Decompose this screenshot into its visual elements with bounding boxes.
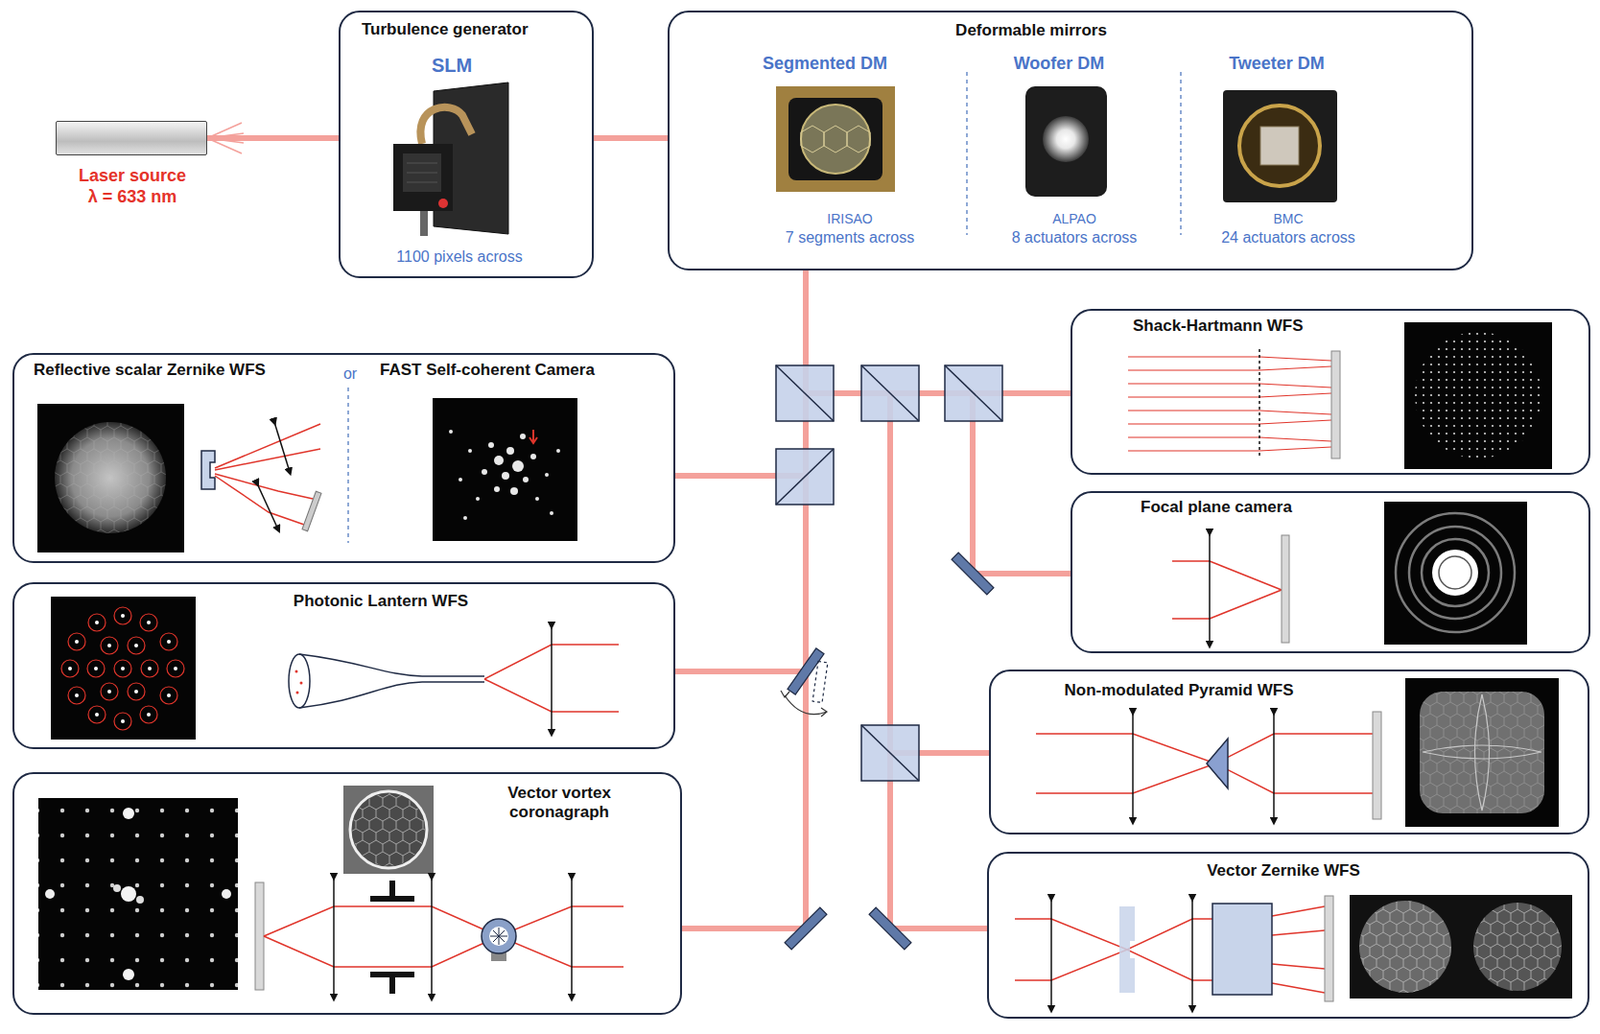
box-title: Vector vortex coronagraph bbox=[487, 783, 632, 824]
focal-plane-sketch bbox=[1172, 532, 1290, 645]
box-title: Non-modulated Pyramid WFS bbox=[1064, 681, 1295, 701]
instrument-box: Vector Zernike WFS bbox=[987, 851, 1590, 1019]
tweeter-dm-picture bbox=[1223, 90, 1338, 203]
device-spec: 8 actuators across bbox=[1011, 228, 1138, 247]
scc-image bbox=[432, 398, 578, 542]
device-spec: 24 actuators across bbox=[1221, 228, 1356, 247]
mirror-name: Segmented DM bbox=[762, 53, 888, 75]
vendor-name: BMC bbox=[1272, 211, 1303, 228]
device-name: SLM bbox=[431, 53, 472, 77]
mirror-column: Tweeter DM BMC24 actuators across bbox=[1188, 44, 1467, 261]
box-title: Vector Zernike WFS bbox=[1206, 861, 1361, 881]
vector-zernike-sketch bbox=[1014, 895, 1334, 1010]
laser-beam bbox=[593, 135, 668, 142]
laser-rays bbox=[207, 122, 244, 154]
laser-label: Laser source λ = 633 nm bbox=[74, 165, 190, 208]
mirror-name: Tweeter DM bbox=[1228, 53, 1325, 75]
zernike-pupil-image bbox=[37, 403, 185, 553]
instrument-box: Vector vortex coronagraph bbox=[12, 772, 683, 1015]
vendor-name: ALPAO bbox=[1052, 211, 1097, 228]
instrument-box: Shack-Hartmann WFS bbox=[1070, 308, 1591, 475]
woofer-dm-picture bbox=[1025, 86, 1107, 197]
box-title: FAST Self-coherent Camera bbox=[379, 360, 595, 380]
mirror-column: Segmented DM IRISAO7 segments across bbox=[684, 44, 964, 261]
pupil-inset bbox=[343, 785, 434, 874]
laser-source: Laser source λ = 633 nm bbox=[55, 120, 208, 156]
device-spec: 1100 pixels across bbox=[396, 247, 522, 266]
box-title: Deformable mirrors bbox=[955, 21, 1107, 41]
instrument-box: Reflective scalar Zernike WFS or FAST Self… bbox=[12, 352, 676, 564]
lantern-output-image bbox=[50, 596, 196, 740]
pyramid-image bbox=[1405, 678, 1559, 827]
laser-beam bbox=[805, 270, 989, 753]
psf-image bbox=[1384, 501, 1528, 645]
slm-picture bbox=[393, 82, 509, 236]
vendor-name: IRISAO bbox=[826, 211, 872, 228]
segmented-dm-picture bbox=[776, 86, 895, 192]
vector-zernike-image bbox=[1349, 894, 1573, 999]
instrument-box: Deformable mirrorsSegmented DM IRISAO7 se… bbox=[667, 10, 1474, 271]
box-title: Reflective scalar Zernike WFS bbox=[33, 360, 266, 380]
shack-hartmann-sketch bbox=[1128, 349, 1341, 459]
shack-hartmann-image bbox=[1404, 322, 1553, 470]
instrument-box: Photonic Lantern WFS bbox=[12, 582, 676, 750]
box-title: Focal plane camera bbox=[1140, 497, 1293, 518]
box-title: Shack-Hartmann WFS bbox=[1132, 316, 1304, 336]
mirror-name: Woofer DM bbox=[1013, 53, 1106, 75]
instrument-box: Non-modulated Pyramid WFS bbox=[988, 669, 1590, 835]
or-label: or bbox=[343, 364, 357, 383]
coronagraph-image bbox=[38, 798, 238, 990]
column-separator bbox=[966, 71, 1181, 236]
fold-mirrors bbox=[780, 552, 994, 950]
laser-beam bbox=[805, 270, 1071, 574]
laser-beam bbox=[805, 270, 1071, 394]
instrument-box: Turbulence generatorSLM 1100 pixels acros… bbox=[338, 10, 594, 279]
mirror-column: Woofer DM ALPAO8 actuators across bbox=[974, 44, 1178, 261]
or-separator bbox=[347, 387, 350, 543]
instrument-box: Focal plane camera bbox=[1070, 491, 1591, 654]
photonic-lantern-sketch bbox=[288, 625, 619, 733]
device-spec: 7 segments across bbox=[785, 228, 915, 247]
coronagraph-sketch bbox=[255, 876, 624, 998]
beam-splitter-cubes bbox=[776, 365, 1003, 781]
reflective-zernike-sketch bbox=[201, 422, 322, 532]
pyramid-sketch bbox=[1035, 711, 1382, 822]
box-title: Turbulence generator bbox=[361, 20, 529, 40]
box-title: Photonic Lantern WFS bbox=[293, 591, 469, 612]
